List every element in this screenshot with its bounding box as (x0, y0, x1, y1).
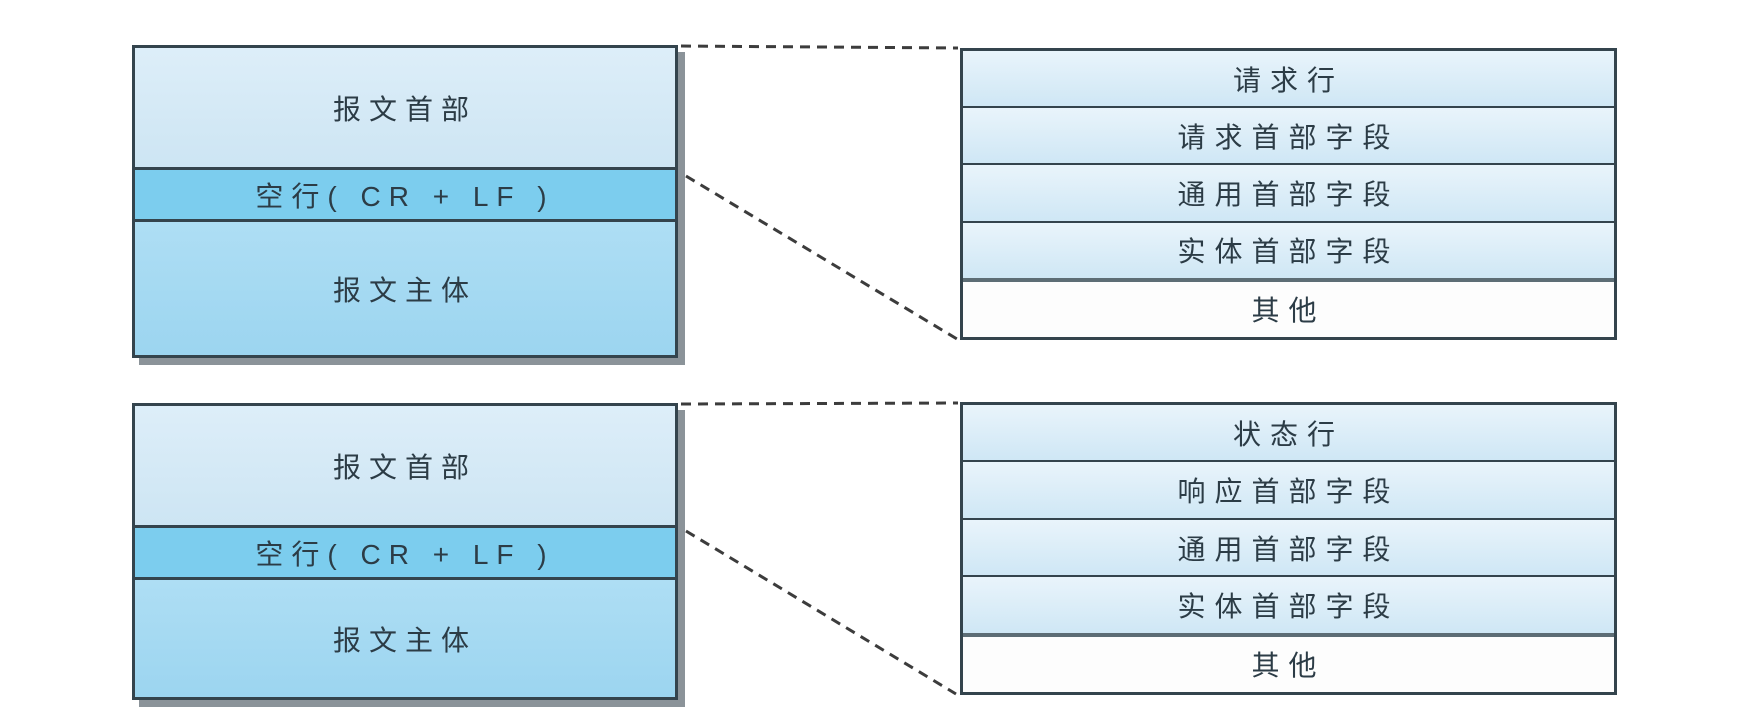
request-bottom-connector (685, 174, 958, 341)
other-row: 其他 (963, 277, 1614, 338)
request-top-connector (680, 44, 959, 50)
response-blank-line-label: 空行( CR + LF ) (255, 538, 555, 570)
general-header-fields-row: 通用首部字段 (963, 163, 1614, 221)
other-label: 其他 (1251, 650, 1326, 682)
request-message-header-row: 报文首部 (135, 48, 675, 167)
response-message-body-row: 报文主体 (135, 580, 675, 697)
request-message-box: 报文首部 空行( CR + LF ) 报文主体 (132, 45, 678, 358)
response-header-fields-label: 响应首部字段 (1177, 476, 1400, 508)
response-message-body-label: 报文主体 (332, 624, 477, 656)
response-bottom-connector (685, 529, 957, 696)
other-label: 其他 (1251, 295, 1326, 327)
entity-header-fields-label: 实体首部字段 (1177, 590, 1400, 622)
other-row: 其他 (963, 632, 1614, 693)
response-message-header-row: 报文首部 (135, 406, 675, 525)
request-line-row: 请求行 (963, 51, 1614, 107)
request-blank-line-row: 空行( CR + LF ) (135, 167, 675, 222)
response-blank-line-row: 空行( CR + LF ) (135, 525, 675, 580)
general-header-fields-label: 通用首部字段 (1177, 179, 1400, 210)
general-header-fields-row: 通用首部字段 (963, 517, 1614, 576)
response-top-connector (680, 401, 959, 406)
request-header-fields-label: 请求首部字段 (1177, 121, 1400, 153)
request-message-body-row: 报文主体 (135, 222, 675, 355)
response-header-detail-box: 状态行 响应首部字段 通用首部字段 实体首部字段 其他 (960, 402, 1617, 695)
response-message-box: 报文首部 空行( CR + LF ) 报文主体 (132, 403, 678, 700)
request-line-label: 请求行 (1232, 64, 1344, 96)
request-header-detail-box: 请求行 请求首部字段 通用首部字段 实体首部字段 其他 (960, 48, 1617, 340)
entity-header-fields-label: 实体首部字段 (1177, 236, 1400, 268)
request-blank-line-label: 空行( CR + LF ) (255, 180, 555, 212)
response-header-fields-row: 响应首部字段 (963, 460, 1614, 518)
response-message-header-label: 报文首部 (332, 451, 477, 483)
status-line-label: 状态行 (1232, 418, 1344, 450)
request-message-body-label: 报文主体 (332, 274, 477, 306)
request-header-fields-row: 请求首部字段 (963, 106, 1614, 164)
request-message-header-label: 报文首部 (332, 93, 477, 125)
general-header-fields-label: 通用首部字段 (1177, 533, 1400, 565)
entity-header-fields-row: 实体首部字段 (963, 220, 1614, 278)
entity-header-fields-row: 实体首部字段 (963, 575, 1614, 633)
status-line-row: 状态行 (963, 405, 1614, 461)
